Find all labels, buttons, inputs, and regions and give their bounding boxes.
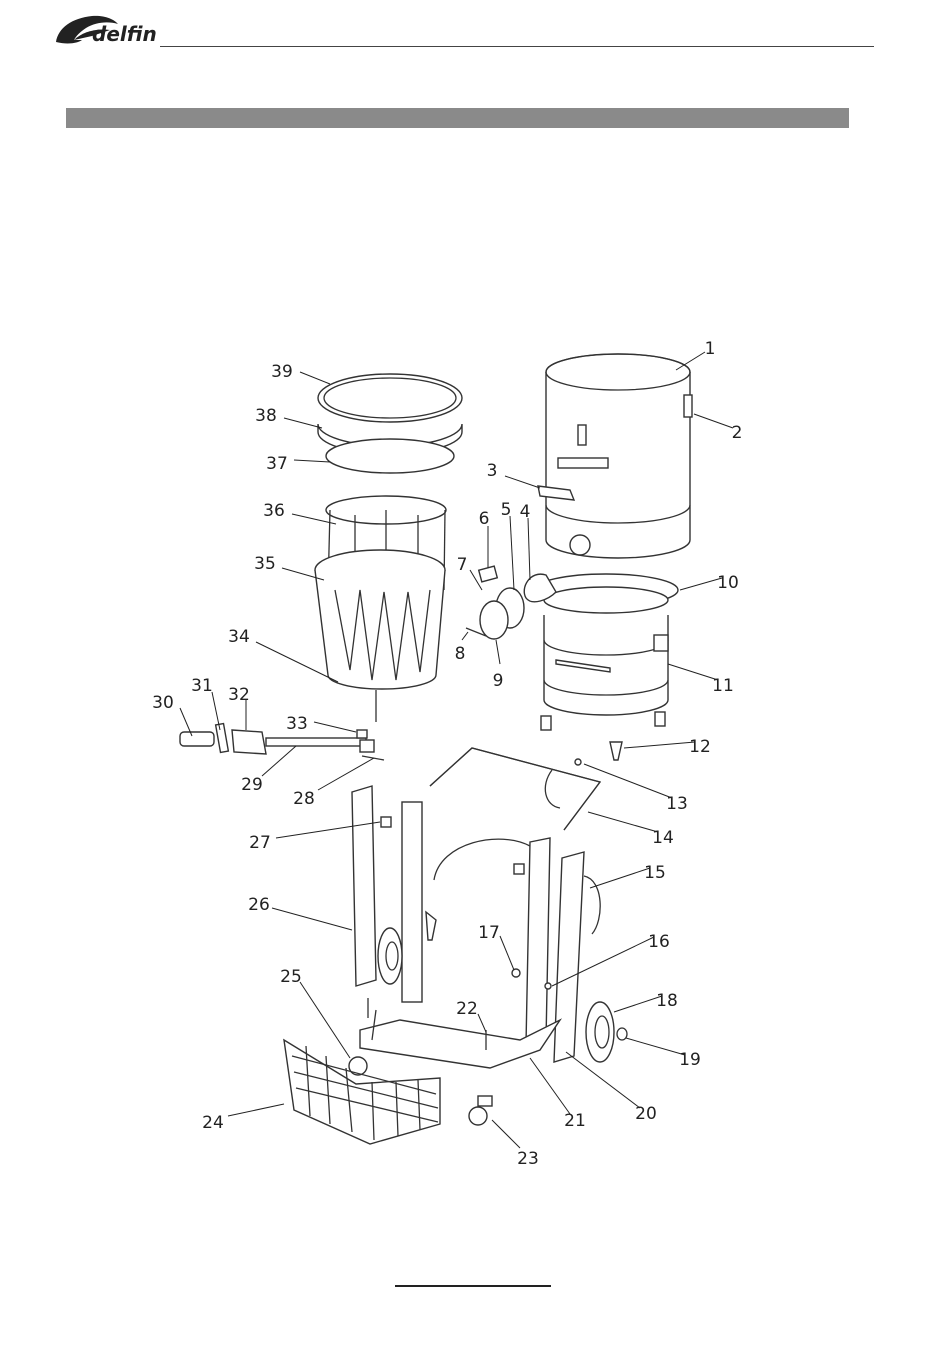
exploded-parts-diagram: 1234567891011121314151617181920212223242… bbox=[0, 330, 950, 1180]
filter-assembly bbox=[315, 374, 462, 722]
page-header: delfin bbox=[0, 0, 950, 60]
hose-assembly bbox=[180, 724, 384, 760]
part-label-2: 2 bbox=[732, 423, 743, 443]
brand-wordmark: delfin bbox=[92, 22, 157, 46]
part-label-3: 3 bbox=[487, 461, 498, 481]
part-label-10: 10 bbox=[717, 573, 739, 593]
trolley-chassis bbox=[349, 786, 627, 1125]
part-label-4: 4 bbox=[520, 502, 531, 522]
part-label-27: 27 bbox=[249, 833, 271, 853]
handle-frame bbox=[430, 742, 622, 830]
part-label-15: 15 bbox=[644, 863, 666, 883]
part-label-16: 16 bbox=[648, 932, 670, 952]
part-label-24: 24 bbox=[202, 1113, 224, 1133]
part-label-11: 11 bbox=[712, 676, 734, 696]
part-label-7: 7 bbox=[457, 555, 468, 575]
part-label-26: 26 bbox=[248, 895, 270, 915]
section-title-bar bbox=[66, 108, 849, 128]
part-label-32: 32 bbox=[228, 685, 250, 705]
part-label-33: 33 bbox=[286, 714, 308, 734]
part-label-9: 9 bbox=[493, 671, 504, 691]
part-label-12: 12 bbox=[689, 737, 711, 757]
inlet-assembly bbox=[466, 566, 556, 639]
part-label-20: 20 bbox=[635, 1104, 657, 1124]
part-label-8: 8 bbox=[455, 644, 466, 664]
part-label-23: 23 bbox=[517, 1149, 539, 1169]
part-label-21: 21 bbox=[564, 1111, 586, 1131]
part-label-6: 6 bbox=[479, 509, 490, 529]
lower-tank bbox=[534, 574, 678, 730]
part-label-37: 37 bbox=[266, 454, 288, 474]
part-label-28: 28 bbox=[293, 789, 315, 809]
part-label-13: 13 bbox=[666, 794, 688, 814]
part-label-14: 14 bbox=[652, 828, 674, 848]
part-label-1: 1 bbox=[705, 339, 716, 359]
header-rule bbox=[160, 46, 874, 47]
part-label-18: 18 bbox=[656, 991, 678, 1011]
upper-tank bbox=[538, 354, 692, 558]
part-label-35: 35 bbox=[254, 554, 276, 574]
part-label-22: 22 bbox=[456, 999, 478, 1019]
part-label-30: 30 bbox=[152, 693, 174, 713]
part-label-36: 36 bbox=[263, 501, 285, 521]
part-label-34: 34 bbox=[228, 627, 250, 647]
part-label-17: 17 bbox=[478, 923, 500, 943]
part-label-19: 19 bbox=[679, 1050, 701, 1070]
part-label-39: 39 bbox=[271, 362, 293, 382]
part-label-25: 25 bbox=[280, 967, 302, 987]
part-label-29: 29 bbox=[241, 775, 263, 795]
part-label-5: 5 bbox=[501, 500, 512, 520]
footer-rule bbox=[395, 1285, 551, 1287]
part-label-31: 31 bbox=[191, 676, 213, 696]
part-label-38: 38 bbox=[255, 406, 277, 426]
